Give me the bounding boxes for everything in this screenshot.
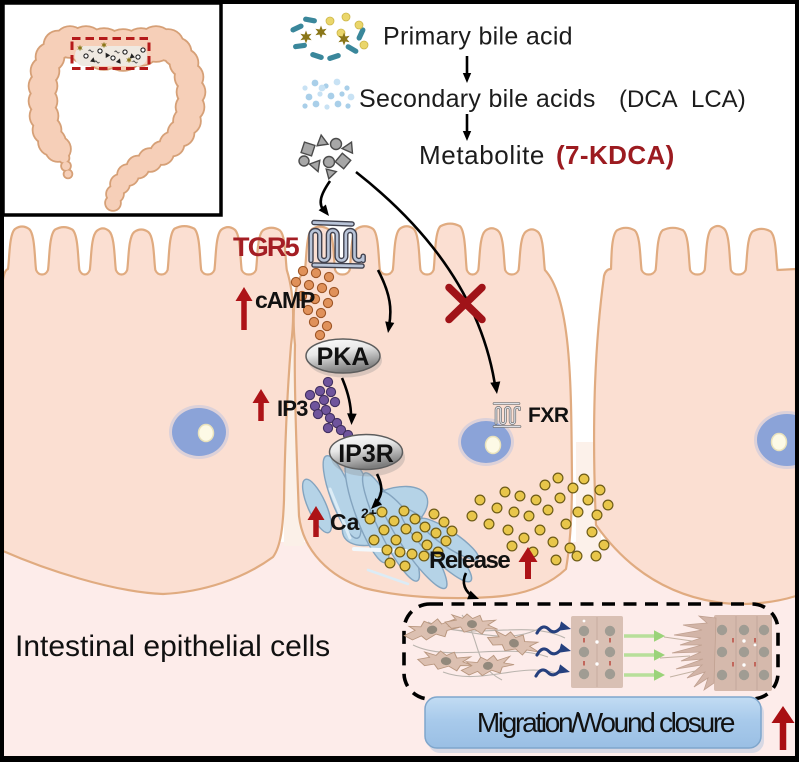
svg-text:IP3: IP3: [277, 396, 308, 421]
svg-text:(DCA LCA): (DCA LCA): [619, 86, 746, 113]
svg-text:cAMP: cAMP: [255, 287, 315, 313]
svg-text:(7-KDCA): (7-KDCA): [556, 140, 675, 170]
svg-text:Secondary bile acids: Secondary bile acids: [359, 85, 596, 113]
svg-text:TGR5: TGR5: [233, 232, 300, 262]
svg-text:Primary bile acid: Primary bile acid: [383, 23, 573, 51]
svg-text:Metabolite: Metabolite: [419, 140, 545, 170]
svg-text:Ca: Ca: [330, 509, 360, 535]
svg-text:Migration/Wound closure: Migration/Wound closure: [477, 707, 735, 738]
svg-text:IP3R: IP3R: [338, 440, 394, 468]
svg-text:PKA: PKA: [317, 343, 370, 371]
svg-text:FXR: FXR: [528, 404, 569, 427]
svg-text:Release: Release: [429, 547, 510, 574]
svg-text:Intestinal epithelial cells: Intestinal epithelial cells: [15, 630, 330, 663]
